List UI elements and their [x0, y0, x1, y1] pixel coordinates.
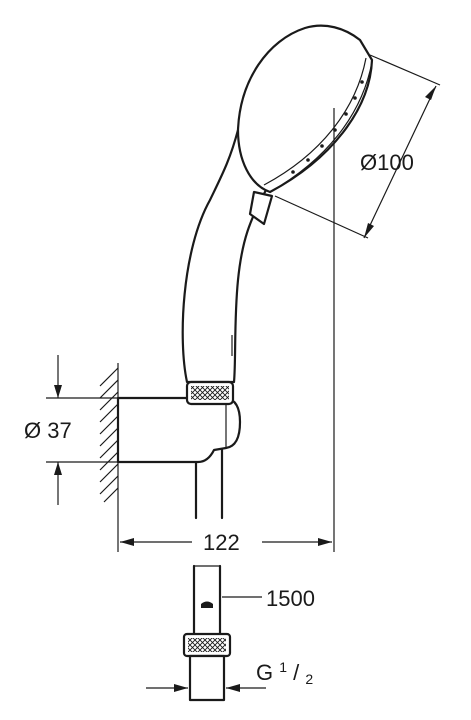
- wall-bracket: [116, 396, 242, 464]
- spray-selector-tab: [248, 190, 274, 226]
- projection-label: 122: [203, 530, 240, 555]
- knurl-pattern: [191, 386, 229, 400]
- hose-length-label: 1500: [266, 586, 315, 611]
- wall-hatch-icon: [99, 363, 119, 503]
- shower-head: [236, 24, 374, 194]
- thread-label: G 1 / 2: [256, 652, 313, 687]
- hose-marking: [201, 601, 213, 608]
- bracket-diameter-dimension: [46, 355, 118, 505]
- head-diameter-dimension: [274, 54, 441, 239]
- thread-connector: [188, 654, 226, 702]
- head-diameter-label: Ø100: [360, 150, 414, 175]
- hose-end: [192, 564, 222, 636]
- thread-dimension: [146, 674, 266, 700]
- bracket-diameter-label: Ø 37: [24, 418, 72, 443]
- projection-dimension: [117, 108, 335, 552]
